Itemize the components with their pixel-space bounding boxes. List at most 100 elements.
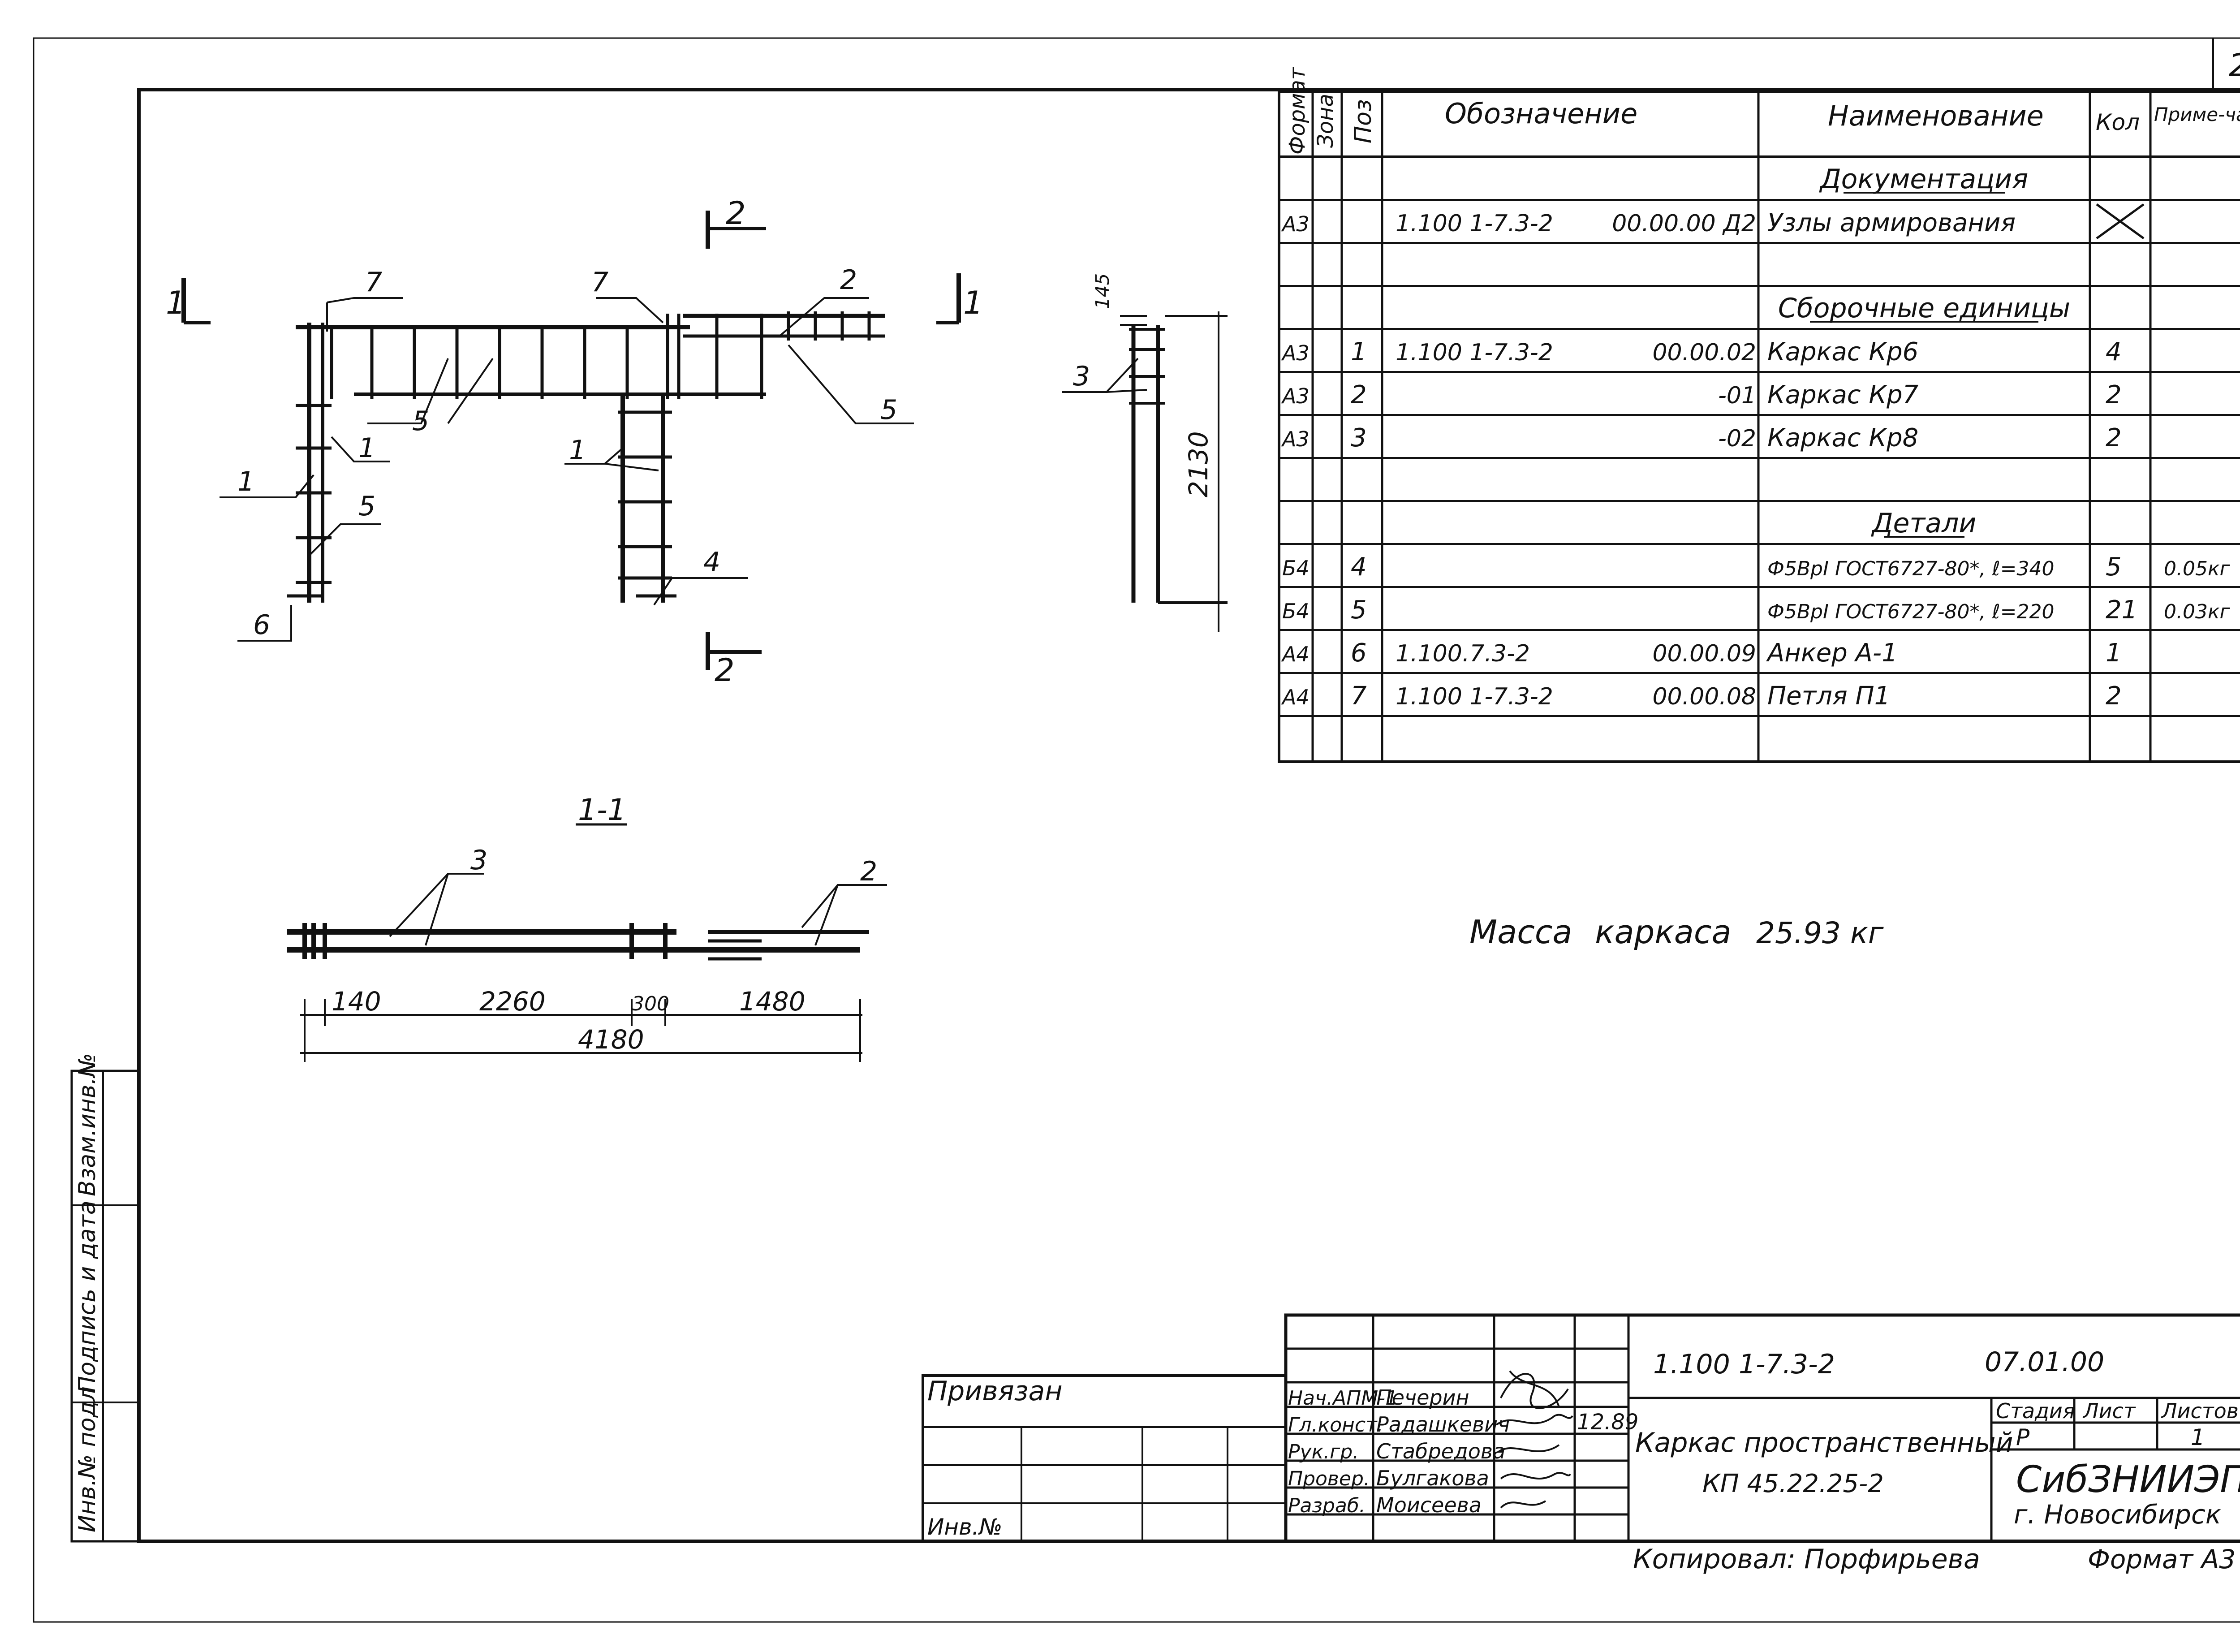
spec-section-heading: Документация [1819,164,2028,195]
plan-callout-7a: 7 [365,267,382,298]
spec-cell-qty: 2 [2106,423,2122,453]
cut-mark-2-bottom: 2 [706,632,762,689]
role-name: Булгакова [1376,1466,1489,1490]
spec-cell-designation: 1.100 1-7.3-2 [1396,339,1553,366]
spec-cell-pos: 5 [1351,595,1367,625]
spec-row: Документация [1819,164,2028,195]
spec-cell-code: 00.00.00 Д2 [1612,210,1756,237]
role-name: Печерин [1376,1385,1469,1410]
spec-cell-code: 00.00.09 [1652,640,1756,667]
plan-callout-5c: 5 [358,491,375,522]
spec-cell-code: -02 [1718,425,1756,452]
section-dim-1480: 1480 [739,986,806,1017]
mass-label: Масса [1469,913,1572,951]
spec-cell-format: Б4 [1282,599,1310,623]
spec-cell-format: А3 [1281,384,1310,408]
signature-row: Разраб.Моисеева [1288,1493,1482,1517]
section-callout-3: 3 [470,845,487,876]
spec-row: Сборочные единицы [1279,285,2240,324]
specification-table: Формат Зона Поз Обозначение Наименование… [1278,66,2240,763]
plan-callout-1c: 1 [237,466,254,497]
elevation-dim-top: 145 [1091,273,1113,309]
signatures [1495,1370,1573,1509]
spec-cell-code: 00.00.02 [1652,339,1756,366]
title-stage: Р [2016,1424,2030,1450]
spec-cell-name: Петля П1 [1767,682,1890,711]
role-label: Провер. [1288,1467,1370,1490]
plan-callout-7b: 7 [591,267,608,298]
strip-label-inv: Инв.№ подл [74,1386,101,1532]
title-doc-code: 1.100 1-7.3-2 [1653,1349,1835,1380]
title-org: СибЗНИИЭП [2016,1458,2240,1501]
spec-cell-name: Ф5ВрI ГОСТ6727-80*, ℓ=340 [1767,557,2055,580]
spec-cell-pos: 6 [1351,638,1367,668]
cut-mark-1-right: 1 [936,273,983,324]
cut-label-1b: 1 [963,285,983,321]
spec-cell-format: А3 [1281,212,1310,236]
elevation-callout-3: 3 [1073,361,1090,392]
plan-callout-1b: 1 [569,435,586,466]
plan-callout-4: 4 [703,547,720,578]
spec-cell-code: 00.00.08 [1652,683,1756,710]
title-subtitle: КП 45.22.25-2 [1702,1469,1884,1498]
spec-header-format: Формат [1285,66,1310,155]
title-date: 12.89 [1577,1410,1638,1435]
cross-mark [2096,203,2145,240]
title-col-sheet: Лист [2082,1399,2136,1423]
section-dim-total: 4180 [578,1024,644,1055]
role-name: Стабредова [1376,1439,1505,1463]
spec-cell-pos: 1 [1351,337,1367,367]
plan-callout-6: 6 [253,609,270,641]
signature-row: Рук.гр. Стабредова [1288,1439,1505,1463]
title-sheets-total: 1 [2191,1424,2205,1450]
spec-cell-pos: 3 [1351,423,1367,453]
spec-cell-note: 0.05кг [2164,557,2231,580]
spec-header-pos: Поз [1350,99,1377,143]
spec-cell-code: -01 [1718,382,1756,409]
section-callout-2: 2 [860,856,877,887]
spec-cell-format: А4 [1281,642,1310,666]
mass-text: каркаса [1595,913,1732,951]
spec-header-zone: Зона [1313,94,1338,148]
spec-cell-pos: 2 [1351,380,1367,410]
mass-value: 25.93 кг [1756,916,1884,950]
spec-section-heading: Детали [1871,508,1977,539]
spec-cell-designation: 1.100.7.3-2 [1396,640,1530,667]
plan-callout-5a: 5 [412,405,429,437]
spec-cell-name: Каркас Кр8 [1767,423,1918,453]
plan-callout-1a: 1 [358,432,375,464]
role-name: Радашкевич [1376,1412,1510,1436]
spec-cell-qty: 5 [2106,552,2122,582]
spec-cell-qty: 2 [2106,682,2122,711]
spec-cell-note: 0.03кг [2164,600,2231,623]
binding-title: Привязан [927,1376,1063,1407]
section-dim-140: 140 [332,986,381,1017]
spec-header-designation: Обозначение [1445,97,1637,130]
cut-mark-1-left: 1 [166,278,211,324]
spec-cell-format: А3 [1281,427,1310,451]
outer-border [33,37,2240,1623]
role-label: Нач.АПМ-1 [1288,1387,1398,1410]
strip-label-sign-date: Подпись и дата [74,1200,101,1393]
elevation-view: 2130 145 3 [1062,273,1228,632]
role-label: Рук.гр. [1288,1441,1359,1463]
plan-callout-5b: 5 [880,394,897,426]
cut-label-1a: 1 [166,285,186,321]
spec-cell-name: Анкер А-1 [1766,638,1898,668]
plan-view: 1 1 2 2 [166,195,983,689]
spec-cell-name: Узлы армирования [1767,208,2016,237]
title-col-stage: Стадия [1996,1399,2075,1423]
spec-cell-designation: 1.100 1-7.3-2 [1396,210,1553,237]
signature-row: Провер. Булгакова [1288,1466,1489,1490]
spec-cell-pos: 4 [1351,552,1367,582]
page-number: 24 [2229,47,2240,84]
spec-header-qty: Кол [2096,109,2140,135]
spec-row: Детали [1279,500,2240,539]
mass-note: Масса каркаса 25.93 кг [1469,913,1884,951]
spec-row: А3 1.100 1-7.3-2 00.00.00 Д2 Узлы армирован… [1279,199,2240,240]
